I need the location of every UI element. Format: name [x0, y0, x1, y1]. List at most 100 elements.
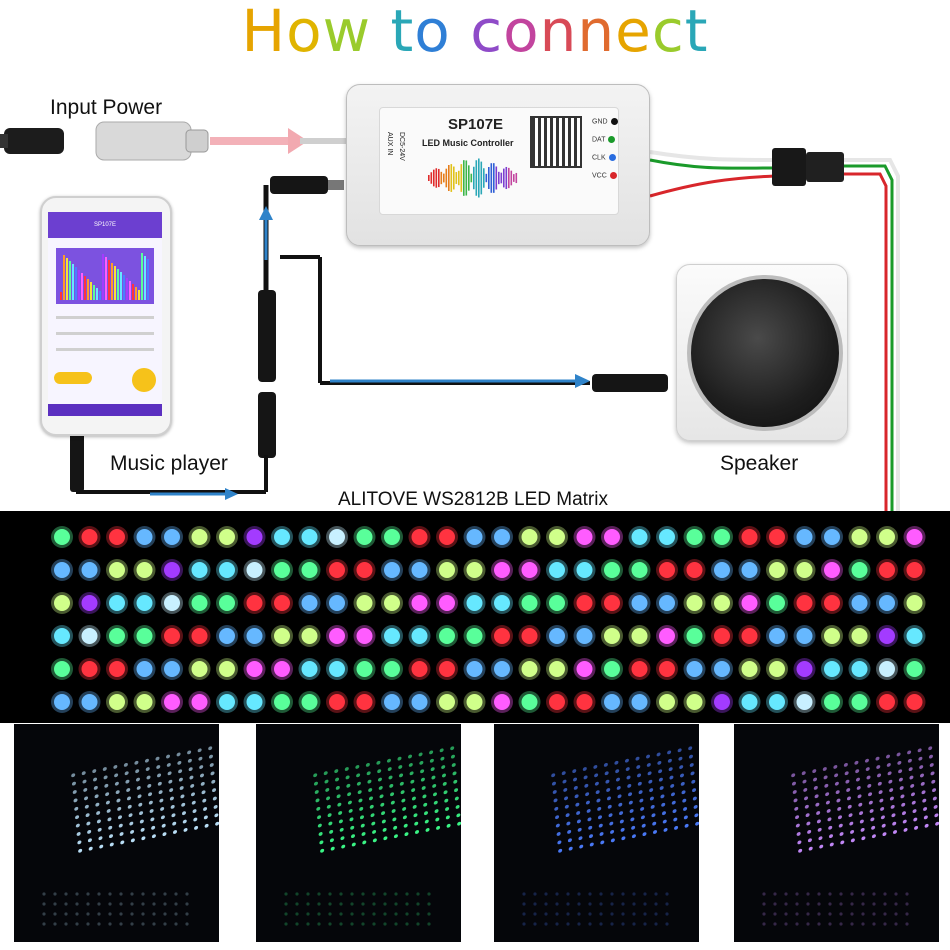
led-sheet-dot [325, 788, 330, 792]
controller-subtitle: LED Music Controller [422, 138, 514, 148]
led-dot [824, 529, 840, 545]
led-dot [466, 595, 483, 611]
led-reflection-dot [86, 902, 90, 906]
led-dot [164, 694, 180, 710]
led-sheet-dot [908, 767, 913, 772]
led-sheet-dot [318, 832, 323, 836]
led-dot [329, 694, 345, 710]
led-sheet-dot [411, 788, 416, 792]
matrix-label: ALITOVE WS2812B LED Matrix [338, 489, 608, 510]
led-sheet-dot [595, 790, 600, 794]
led-dot [549, 661, 565, 677]
led-sheet-dot [879, 798, 884, 803]
led-reflection-dot [806, 912, 810, 916]
led-reflection-dot [372, 912, 376, 916]
led-sheet-dot [338, 819, 343, 824]
led-dot [109, 595, 125, 611]
led-dot [81, 628, 98, 644]
led-sheet-dot [126, 796, 132, 801]
led-dot [219, 661, 235, 677]
led-dot [411, 562, 428, 578]
pin-clk: CLK [592, 154, 616, 161]
led-dot [769, 628, 785, 644]
led-sheet-dot [646, 763, 651, 767]
led-reflection-dot [632, 892, 636, 896]
led-sheet-dot [329, 829, 334, 834]
led-sheet-dot [638, 790, 643, 795]
led-dot [136, 694, 153, 710]
led-dot [274, 661, 290, 677]
led-sheet-dot [658, 769, 663, 774]
led-sheet-dot [867, 783, 872, 788]
led-dot [411, 628, 428, 644]
led-sheet [551, 746, 699, 853]
led-reflection-dot [566, 922, 570, 926]
wave-bar [445, 168, 448, 188]
led-sheet-dot [170, 804, 175, 809]
led-sheet-dot [429, 750, 434, 755]
led-sheet-dot [172, 821, 177, 826]
led-reflection-dot [850, 902, 854, 906]
app-tab-bar [48, 404, 162, 416]
led-sheet-dot [454, 796, 459, 801]
led-sheet-dot [930, 771, 935, 776]
led-sheet-dot [445, 807, 450, 811]
led-sheet-dot [182, 819, 187, 824]
led-sheet [71, 746, 219, 853]
led-sheet-dot [576, 811, 581, 815]
led-sheet-dot [795, 815, 800, 820]
led-sheet-dot [794, 806, 799, 811]
led-sheet-dot [381, 811, 386, 815]
led-sheet-dot [188, 767, 193, 772]
led-dot [466, 661, 483, 677]
led-sheet-dot [597, 815, 603, 820]
jst-connector-male [772, 148, 806, 186]
led-sheet-dot [371, 821, 376, 826]
app-body [48, 238, 162, 416]
matrix-wire-white [844, 158, 900, 511]
led-reflection-dot [306, 922, 310, 926]
led-sheet-dot [813, 785, 818, 790]
led-reflection-dot [872, 902, 876, 906]
led-sheet-dot [866, 775, 871, 780]
led-sheet-dot [822, 767, 827, 771]
led-reflection-dot [64, 922, 68, 926]
led-reflection-dot [339, 892, 343, 896]
led-sheet-dot [650, 804, 655, 809]
led-reflection-dot [621, 912, 625, 916]
led-dot [549, 694, 565, 710]
led-sheet-dot [422, 794, 427, 799]
power-plug-gray [95, 121, 192, 161]
led-reflection-dot [361, 912, 365, 916]
led-reflection-dot [555, 902, 559, 906]
led-dot [411, 694, 428, 710]
led-sheet-dot [670, 792, 676, 797]
led-reflection-dot [795, 902, 799, 906]
led-reflection-dot [119, 902, 123, 906]
wave-bar [455, 172, 458, 184]
led-reflection-dot [654, 922, 658, 926]
led-sheet-dot [214, 813, 219, 818]
led-sheet-dot [566, 821, 571, 826]
led-sheet-dot [671, 800, 676, 805]
led-sheet-dot [680, 781, 685, 786]
led-reflection-dot [86, 892, 90, 896]
led-sheet-dot [126, 788, 131, 792]
led-sheet-dot [914, 825, 919, 830]
led-sheet-dot [148, 792, 153, 797]
led-sheet-dot [678, 756, 683, 761]
wave-bar [443, 173, 445, 183]
led-sheet-dot [330, 846, 335, 851]
led-reflection-dot [610, 912, 614, 916]
led-reflection-dot [130, 922, 134, 926]
led-reflection-dot [828, 892, 832, 896]
led-sheet-dot [147, 783, 152, 788]
led-sheet-dot [162, 832, 167, 837]
led-sheet-dot [642, 832, 647, 837]
wave-bar [495, 166, 498, 190]
led-sheet-dot [436, 825, 441, 830]
led-reflection-dot [762, 922, 766, 926]
led-reflection-dot [405, 912, 409, 916]
led-dot [549, 595, 565, 611]
led-sheet-dot [844, 771, 849, 776]
